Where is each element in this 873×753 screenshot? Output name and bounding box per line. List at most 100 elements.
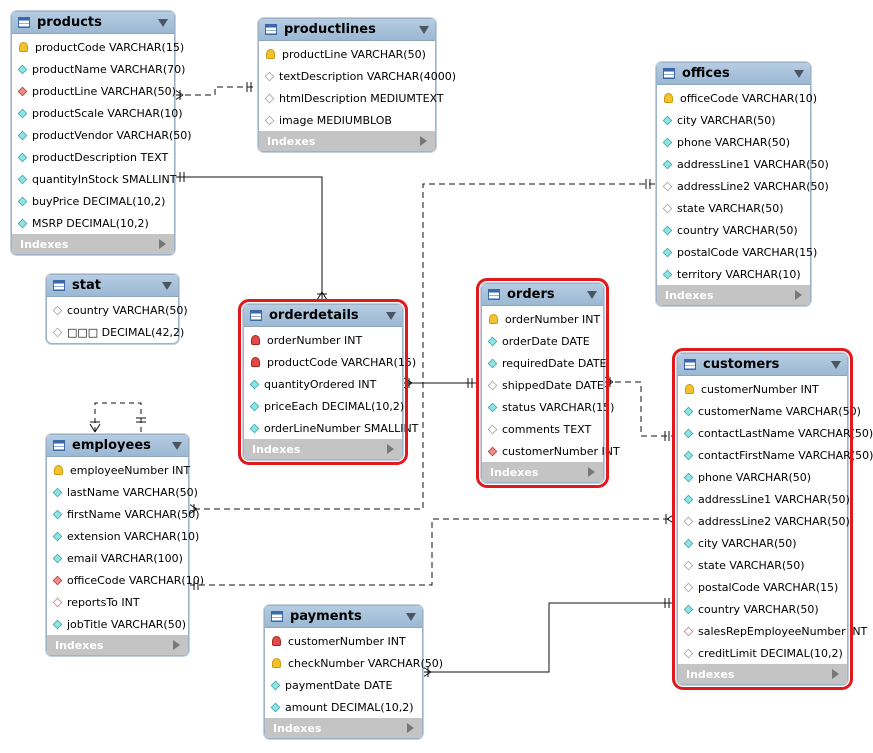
- column-row[interactable]: city VARCHAR(50): [657, 109, 810, 131]
- column-row[interactable]: orderLineNumber SMALLINT: [244, 417, 418, 439]
- column-row[interactable]: reportsTo INT: [47, 591, 188, 613]
- column-row[interactable]: orderNumber INT: [244, 329, 402, 351]
- indexes-section[interactable]: Indexes: [47, 635, 188, 655]
- collapse-icon[interactable]: [419, 25, 429, 34]
- column-row[interactable]: phone VARCHAR(50): [678, 466, 847, 488]
- column-row[interactable]: addressLine1 VARCHAR(50): [657, 153, 829, 175]
- table-header[interactable]: stat: [47, 275, 178, 297]
- column-row[interactable]: postalCode VARCHAR(15): [657, 241, 817, 263]
- column-row[interactable]: image MEDIUMBLOB: [259, 109, 435, 131]
- column-row[interactable]: officeCode VARCHAR(10): [47, 569, 204, 591]
- column-row[interactable]: state VARCHAR(50): [678, 554, 847, 576]
- table-header[interactable]: employees: [47, 435, 188, 457]
- column-row[interactable]: officeCode VARCHAR(10): [657, 87, 817, 109]
- indexes-section[interactable]: Indexes: [482, 462, 603, 482]
- column-row[interactable]: checkNumber VARCHAR(50): [265, 652, 443, 674]
- collapse-icon[interactable]: [172, 441, 182, 450]
- column-row[interactable]: addressLine2 VARCHAR(50): [678, 510, 850, 532]
- column-row[interactable]: country VARCHAR(50): [47, 299, 188, 321]
- expand-icon[interactable]: [173, 640, 180, 650]
- column-row[interactable]: quantityOrdered INT: [244, 373, 402, 395]
- column-row[interactable]: htmlDescription MEDIUMTEXT: [259, 87, 444, 109]
- indexes-section[interactable]: Indexes: [12, 234, 174, 254]
- expand-icon[interactable]: [159, 239, 166, 249]
- table-header[interactable]: products: [12, 12, 174, 34]
- column-row[interactable]: employeeNumber INT: [47, 459, 190, 481]
- column-row[interactable]: addressLine1 VARCHAR(50): [678, 488, 850, 510]
- column-row[interactable]: customerName VARCHAR(50): [678, 400, 861, 422]
- column-row[interactable]: orderDate DATE: [482, 330, 603, 352]
- column-row[interactable]: orderNumber INT: [482, 308, 603, 330]
- column-row[interactable]: territory VARCHAR(10): [657, 263, 810, 285]
- table-header[interactable]: offices: [657, 63, 810, 85]
- column-row[interactable]: productVendor VARCHAR(50): [12, 124, 192, 146]
- column-row[interactable]: lastName VARCHAR(50): [47, 481, 198, 503]
- table-offices[interactable]: offices officeCode VARCHAR(10)city VARCH…: [656, 62, 829, 306]
- column-row[interactable]: status VARCHAR(15): [482, 396, 614, 418]
- collapse-icon[interactable]: [158, 18, 168, 27]
- column-row[interactable]: quantityInStock SMALLINT: [12, 168, 176, 190]
- table-header[interactable]: payments: [265, 606, 422, 628]
- column-row[interactable]: productDescription TEXT: [12, 146, 174, 168]
- column-row[interactable]: □□□ DECIMAL(42,2): [47, 321, 184, 343]
- indexes-section[interactable]: Indexes: [244, 439, 402, 459]
- collapse-icon[interactable]: [406, 612, 416, 621]
- column-row[interactable]: state VARCHAR(50): [657, 197, 810, 219]
- collapse-icon[interactable]: [831, 360, 841, 369]
- column-row[interactable]: productScale VARCHAR(10): [12, 102, 183, 124]
- column-row[interactable]: customerNumber INT: [482, 440, 620, 462]
- table-products[interactable]: products productCode VARCHAR(15)productN…: [11, 11, 192, 255]
- column-row[interactable]: productLine VARCHAR(50): [259, 43, 435, 65]
- column-row[interactable]: textDescription VARCHAR(4000): [259, 65, 456, 87]
- column-row[interactable]: productName VARCHAR(70): [12, 58, 185, 80]
- column-row[interactable]: city VARCHAR(50): [678, 532, 847, 554]
- column-row[interactable]: firstName VARCHAR(50): [47, 503, 200, 525]
- table-productlines[interactable]: productlines productLine VARCHAR(50)text…: [258, 18, 456, 152]
- column-row[interactable]: amount DECIMAL(10,2): [265, 696, 422, 718]
- column-row[interactable]: contactFirstName VARCHAR(50): [678, 444, 873, 466]
- collapse-icon[interactable]: [587, 290, 597, 299]
- table-header[interactable]: orders: [482, 284, 603, 306]
- column-row[interactable]: extension VARCHAR(10): [47, 525, 199, 547]
- expand-icon[interactable]: [407, 723, 414, 733]
- column-row[interactable]: customerNumber INT: [678, 378, 847, 400]
- table-header[interactable]: orderdetails: [244, 305, 402, 327]
- column-row[interactable]: paymentDate DATE: [265, 674, 422, 696]
- column-row[interactable]: contactLastName VARCHAR(50): [678, 422, 873, 444]
- collapse-icon[interactable]: [162, 281, 172, 290]
- expand-icon[interactable]: [387, 444, 394, 454]
- table-header[interactable]: productlines: [259, 19, 435, 41]
- column-row[interactable]: jobTitle VARCHAR(50): [47, 613, 188, 635]
- column-row[interactable]: country VARCHAR(50): [678, 598, 847, 620]
- column-row[interactable]: customerNumber INT: [265, 630, 422, 652]
- indexes-section[interactable]: Indexes: [678, 664, 847, 684]
- table-header[interactable]: customers: [678, 354, 847, 376]
- column-row[interactable]: country VARCHAR(50): [657, 219, 810, 241]
- column-row[interactable]: buyPrice DECIMAL(10,2): [12, 190, 174, 212]
- column-row[interactable]: productLine VARCHAR(50): [12, 80, 176, 102]
- table-stat[interactable]: stat country VARCHAR(50)□□□ DECIMAL(42,2…: [46, 274, 188, 344]
- column-row[interactable]: productCode VARCHAR(15): [244, 351, 416, 373]
- expand-icon[interactable]: [795, 290, 802, 300]
- indexes-section[interactable]: Indexes: [657, 285, 810, 305]
- indexes-section[interactable]: Indexes: [265, 718, 422, 738]
- column-row[interactable]: addressLine2 VARCHAR(50): [657, 175, 829, 197]
- expand-icon[interactable]: [420, 136, 427, 146]
- column-row[interactable]: shippedDate DATE: [482, 374, 604, 396]
- column-row[interactable]: productCode VARCHAR(15): [12, 36, 184, 58]
- expand-icon[interactable]: [588, 467, 595, 477]
- column-row[interactable]: requiredDate DATE: [482, 352, 607, 374]
- column-row[interactable]: priceEach DECIMAL(10,2): [244, 395, 404, 417]
- column-row[interactable]: MSRP DECIMAL(10,2): [12, 212, 174, 234]
- column-row[interactable]: comments TEXT: [482, 418, 603, 440]
- column-row[interactable]: email VARCHAR(100): [47, 547, 188, 569]
- column-row[interactable]: salesRepEmployeeNumber INT: [678, 620, 867, 642]
- column-row[interactable]: phone VARCHAR(50): [657, 131, 810, 153]
- column-row[interactable]: postalCode VARCHAR(15): [678, 576, 847, 598]
- indexes-section[interactable]: Indexes: [259, 131, 435, 151]
